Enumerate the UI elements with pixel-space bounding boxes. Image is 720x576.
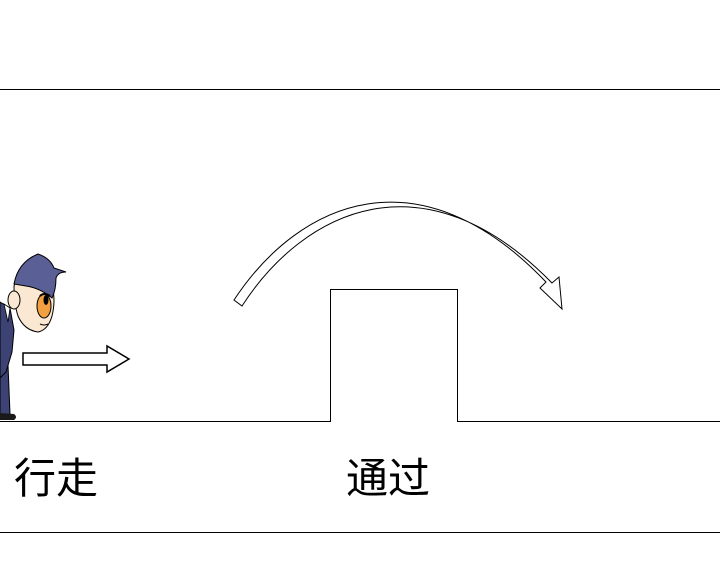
curved-arrow-icon — [233, 201, 563, 311]
walk-label: 行走 — [14, 454, 99, 503]
ground-with-obstacle — [0, 289, 720, 422]
right-arrow-icon — [22, 344, 131, 374]
pass-label: 通过 — [346, 454, 431, 503]
cartoon-man-icon — [0, 253, 67, 420]
